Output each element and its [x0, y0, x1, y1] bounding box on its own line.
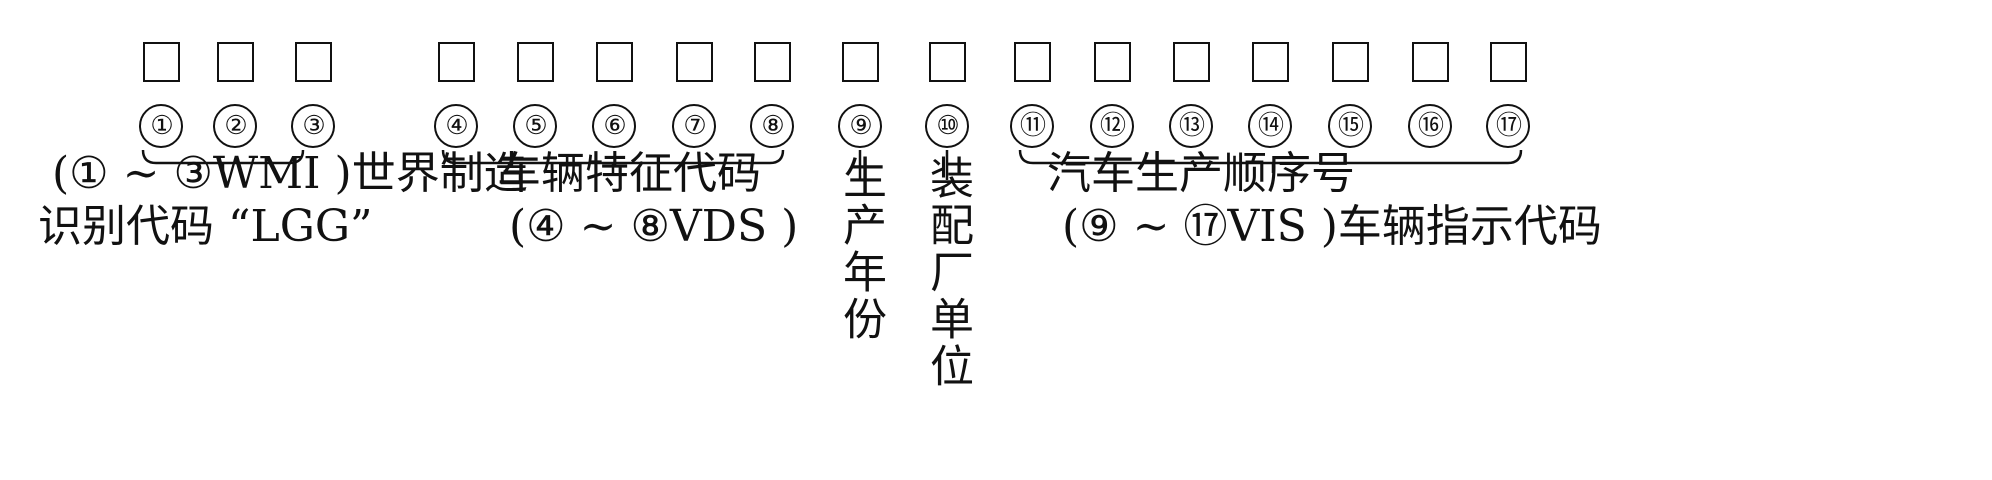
vin-char-box-7	[676, 42, 713, 82]
position-number-2: ②	[213, 104, 257, 148]
brace-vds	[441, 149, 785, 173]
position-number-6: ⑥	[592, 104, 636, 148]
vin-char-box-14	[1252, 42, 1289, 82]
wmi-label-line2: 识别代码 “LGG”	[38, 201, 373, 252]
position-number-16: ⑯	[1408, 104, 1452, 148]
vds-label-line1: 车辆特征代码	[497, 148, 761, 199]
position-number-12: ⑫	[1090, 104, 1134, 148]
position-number-17: ⑰	[1486, 104, 1530, 148]
position-number-13: ⑬	[1169, 104, 1213, 148]
vin-char-box-9	[842, 42, 879, 82]
position-number-9: ⑨	[838, 104, 882, 148]
position-number-14: ⑭	[1248, 104, 1292, 148]
vin-char-box-3	[295, 42, 332, 82]
vin-char-box-5	[517, 42, 554, 82]
vin-char-box-11	[1014, 42, 1051, 82]
position-number-5: ⑤	[513, 104, 557, 148]
position-number-7: ⑦	[672, 104, 716, 148]
vin-char-box-12	[1094, 42, 1131, 82]
vin-char-box-13	[1173, 42, 1210, 82]
position-number-3: ③	[291, 104, 335, 148]
vds-label-line2: (④ ~ ⑧VDS )	[509, 201, 799, 252]
vis-label-line2: (⑨ ~ ⑰VIS )车辆指示代码	[1062, 201, 1602, 252]
year-label: 生产年份	[835, 155, 886, 343]
position-number-1: ①	[139, 104, 183, 148]
brace-vis	[1018, 149, 1523, 173]
position-number-11: ⑪	[1010, 104, 1054, 148]
vis-label-line1: 汽车生产顺序号	[1047, 148, 1355, 199]
wmi-label-line1: (① ~ ③WMI )世界制造	[52, 148, 528, 199]
brace-wmi	[141, 149, 305, 173]
vin-char-box-16	[1412, 42, 1449, 82]
vin-char-box-17	[1490, 42, 1527, 82]
vin-char-box-10	[929, 42, 966, 82]
vin-char-box-15	[1332, 42, 1369, 82]
position-number-10: ⑩	[925, 104, 969, 148]
plant-label: 装配厂单位	[922, 155, 973, 390]
vin-char-box-8	[754, 42, 791, 82]
position-number-15: ⑮	[1328, 104, 1372, 148]
position-number-8: ⑧	[750, 104, 794, 148]
vin-char-box-1	[143, 42, 180, 82]
vin-char-box-6	[596, 42, 633, 82]
position-number-4: ④	[434, 104, 478, 148]
vin-char-box-2	[217, 42, 254, 82]
vin-char-box-4	[438, 42, 475, 82]
